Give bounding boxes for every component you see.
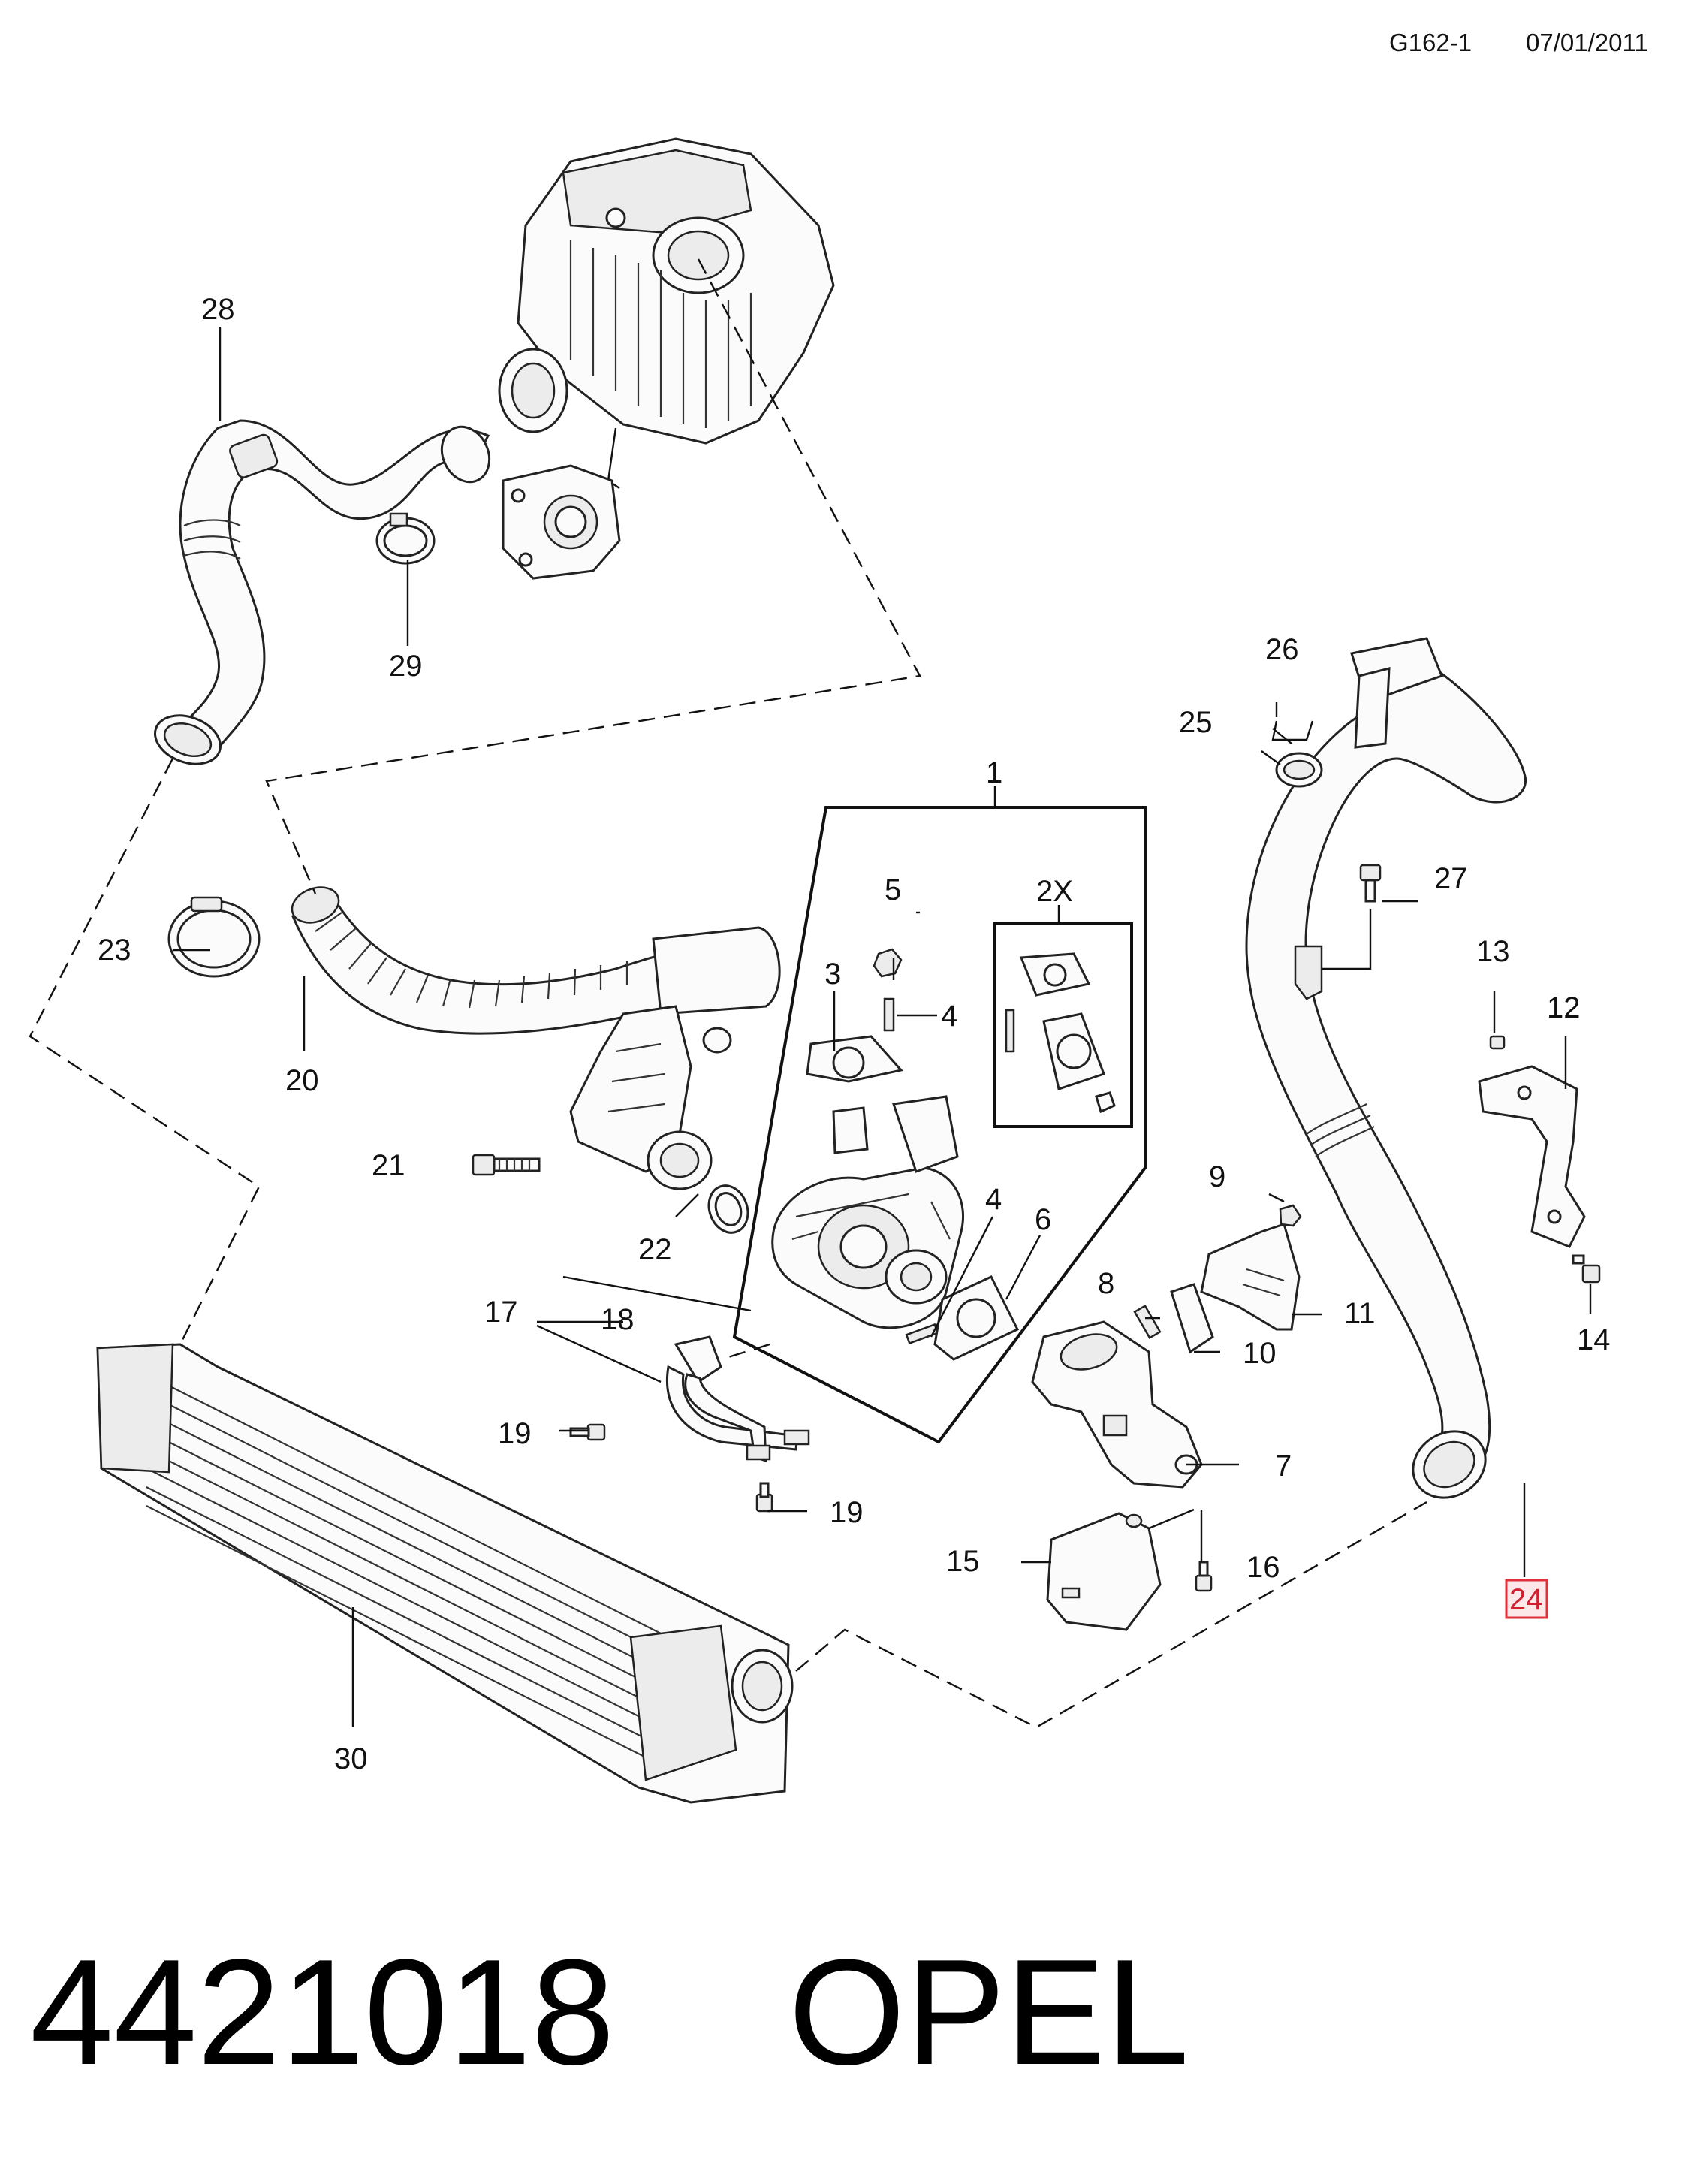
callout-4-upper: 4 xyxy=(941,1000,957,1033)
nut-9 xyxy=(1279,1204,1302,1227)
intercooler-30 xyxy=(96,1343,794,1804)
throttle-body xyxy=(502,464,621,580)
callout-21: 21 xyxy=(372,1149,405,1182)
gasket-set xyxy=(1005,952,1116,1114)
callout-6: 6 xyxy=(1035,1203,1051,1236)
callout-25: 25 xyxy=(1179,706,1213,739)
gasket-6 xyxy=(933,1275,1020,1361)
routing-dashed-lines xyxy=(29,258,1427,1729)
callout-13: 13 xyxy=(1476,935,1510,968)
callout-11: 11 xyxy=(1344,1297,1376,1330)
bracket-12 xyxy=(1478,1065,1586,1248)
diagram-code: G162-1 xyxy=(1389,29,1472,56)
oil-pipe xyxy=(666,1335,810,1463)
leader-lines xyxy=(173,327,1592,1727)
turbocharger xyxy=(771,1095,965,1329)
callout-22: 22 xyxy=(638,1233,672,1266)
callout-23: 23 xyxy=(98,934,131,967)
callout-29: 29 xyxy=(389,650,423,683)
part-number: 4421018 xyxy=(30,1929,615,2096)
gasket-22 xyxy=(707,1184,749,1234)
callout-14: 14 xyxy=(1577,1323,1611,1356)
callout-24-highlight xyxy=(1505,1579,1548,1619)
callout-16: 16 xyxy=(1246,1551,1280,1584)
bolt-13 xyxy=(1489,1035,1506,1050)
callout-27: 27 xyxy=(1434,862,1468,895)
gasket-3 xyxy=(806,1035,903,1083)
callout-2x: 2X xyxy=(1036,875,1073,908)
diagram-date: 07/01/2011 xyxy=(1526,29,1648,56)
callout-19-lower: 19 xyxy=(830,1496,864,1529)
nut-5 xyxy=(873,948,903,978)
clip-25 xyxy=(1275,752,1323,788)
callout-4-lower: 4 xyxy=(985,1183,1002,1216)
callout-3: 3 xyxy=(824,958,841,991)
callout-10: 10 xyxy=(1243,1337,1277,1370)
hose-28 xyxy=(153,419,491,765)
callout-20: 20 xyxy=(285,1064,319,1097)
callout-15: 15 xyxy=(946,1545,980,1578)
heat-shield-11 xyxy=(1200,1223,1301,1331)
bolt-21 xyxy=(472,1154,541,1176)
gasket-10 xyxy=(1170,1283,1214,1354)
callout-7: 7 xyxy=(1275,1449,1292,1483)
clamp-23 xyxy=(167,896,261,978)
air-cleaner-housing xyxy=(498,137,835,489)
stud-8 xyxy=(1133,1304,1162,1340)
callout-9: 9 xyxy=(1209,1160,1225,1193)
callout-12: 12 xyxy=(1547,991,1581,1024)
clamp-29 xyxy=(375,512,436,565)
callout-5: 5 xyxy=(885,873,901,906)
bolt-27 xyxy=(1359,864,1382,903)
callout-24: 24 xyxy=(1509,1583,1543,1616)
callout-1: 1 xyxy=(986,756,1002,789)
gasket-set-box xyxy=(993,922,1133,1128)
brand-name: OPEL xyxy=(788,1929,1189,2096)
callout-30: 30 xyxy=(334,1742,368,1775)
bolt-19-lower xyxy=(755,1482,773,1513)
bolt-14 xyxy=(1572,1254,1601,1284)
turbo-kit-frame xyxy=(732,806,1147,1444)
bolt-16 xyxy=(1195,1561,1213,1592)
charge-air-hose-24 xyxy=(1245,637,1527,1499)
clip-26 xyxy=(1271,720,1314,741)
callout-labels: 1 2X 3 4 4 5 6 7 8 9 10 11 12 13 14 15 1… xyxy=(98,293,1611,1775)
callout-28: 28 xyxy=(201,293,235,326)
stud-4-upper xyxy=(883,997,895,1032)
callout-26: 26 xyxy=(1265,633,1299,666)
heat-shield-15 xyxy=(1046,1512,1162,1631)
callout-17: 17 xyxy=(484,1296,518,1329)
charge-air-hose-20 xyxy=(291,886,781,1190)
elbow-7 xyxy=(1031,1320,1203,1489)
bolt-19-upper xyxy=(569,1423,606,1441)
callout-18: 18 xyxy=(601,1303,635,1336)
callout-19-upper: 19 xyxy=(498,1417,532,1450)
callout-8: 8 xyxy=(1098,1267,1114,1300)
